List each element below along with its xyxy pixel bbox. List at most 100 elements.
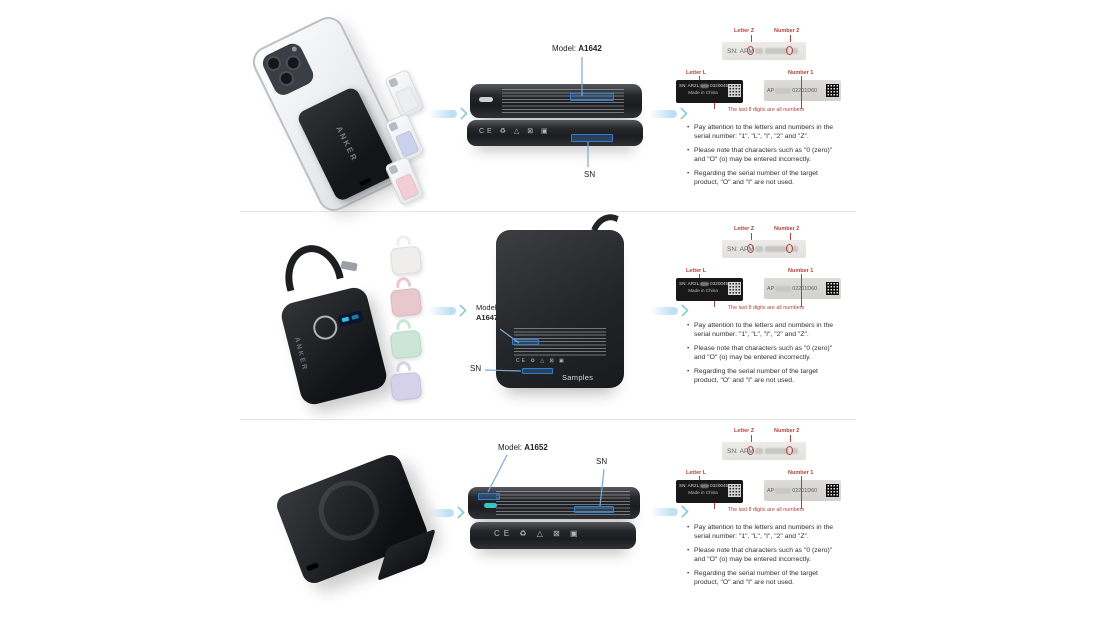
light-label-sn-end: D60 — [807, 87, 818, 94]
right-arrow-icon — [650, 303, 690, 319]
model-number-highlight — [570, 93, 614, 101]
last-digits-pointer-line — [714, 103, 715, 109]
dark-label-sn-suffix: 03200454 — [710, 281, 731, 286]
powerbank-a1647-image: ANKER — [279, 285, 390, 408]
instruction-bullet: Please note that characters such as "0 (… — [686, 546, 844, 564]
usb-port-icon — [306, 562, 320, 572]
letter-z-annotation: Letter Z — [734, 226, 755, 232]
sn-guide-row-2: Letter Z Number 2 SN: APM Letter L Numbe… — [676, 226, 856, 416]
variant-swatch — [394, 129, 420, 158]
letter-z-annotation: Letter Z — [734, 428, 755, 434]
phone-camera-icon — [387, 77, 399, 88]
phone-camera-icon — [387, 164, 399, 175]
blurred-serial-segment — [754, 246, 763, 252]
qr-code-icon — [826, 484, 839, 497]
model-callout: Model: A1647 — [476, 303, 499, 323]
sn-strip-visible: APM — [739, 245, 754, 253]
light-label-sn-prefix: AP — [767, 487, 775, 494]
magsafe-ring-icon — [310, 471, 388, 550]
letter-z-annotation: Letter Z — [734, 28, 755, 34]
sn-strip-label: SN: APM — [722, 240, 806, 258]
fine-print-text — [496, 491, 630, 515]
number-2-annotation: Number 2 — [774, 28, 800, 34]
kickstand-icon — [377, 528, 436, 582]
light-label-sn-digit: 1 — [804, 87, 808, 94]
letter-l-pointer-line — [699, 76, 700, 80]
number-1-annotation: Number 1 — [788, 470, 814, 476]
usb-plug-icon — [340, 260, 358, 272]
sn-instructions: Pay attention to the letters and numbers… — [686, 523, 844, 593]
blurred-serial-segment — [764, 48, 789, 54]
variant-thumbnail — [383, 282, 429, 322]
made-in-china-text: Made in China — [688, 90, 718, 95]
model-callout: Model: A1652 — [498, 443, 548, 452]
blurred-serial-segment — [754, 48, 763, 54]
variant-thumbnail — [383, 324, 429, 364]
letter-z-circle-marker — [747, 46, 754, 55]
powerbank-top-view — [470, 84, 642, 118]
sn-guide-row-1: Letter Z Number 2 SN: APM Letter L Numbe… — [676, 28, 856, 218]
power-button-icon — [484, 503, 497, 508]
instruction-bullet: Regarding the serial number of the targe… — [686, 367, 844, 385]
sn-strip-visible: APM — [739, 47, 754, 55]
brand-logo: ANKER — [292, 336, 309, 373]
status-display — [337, 310, 364, 327]
instruction-bullet: Pay attention to the letters and numbers… — [686, 523, 844, 541]
serial-number-highlight — [522, 368, 553, 374]
usb-port-icon — [479, 97, 493, 102]
number-1-pointer-line — [801, 274, 802, 307]
serial-number-highlight — [571, 134, 613, 142]
qr-code-icon — [728, 484, 741, 497]
sn-strip-label: SN: APM — [722, 442, 806, 460]
last-digits-pointer-line — [714, 301, 715, 307]
number-1-pointer-line — [801, 476, 802, 509]
letter-l-annotation: Letter L — [686, 268, 707, 274]
powerbank-front-edge-view — [468, 487, 640, 519]
built-in-cable-icon — [278, 239, 352, 325]
blurred-serial-segment — [775, 285, 792, 292]
sn-instructions: Pay attention to the letters and numbers… — [686, 321, 844, 391]
made-in-china-text: Made in China — [688, 288, 718, 293]
number-2-circle-marker — [786, 244, 793, 253]
variant-swatch — [394, 85, 420, 114]
model-number: A1642 — [578, 44, 602, 53]
letter-l-annotation: Letter L — [686, 70, 707, 76]
right-arrow-icon — [650, 504, 690, 520]
light-label-sn-end: D60 — [807, 285, 818, 292]
light-label-sn-digit: 1 — [804, 285, 808, 292]
sn-callout: SN — [584, 170, 596, 179]
battery-dial-icon — [310, 313, 340, 343]
letter-l-pointer-line — [699, 274, 700, 278]
number-2-annotation: Number 2 — [774, 428, 800, 434]
sn-strip-prefix: SN: — [727, 47, 738, 55]
cable-loop-icon — [395, 234, 412, 253]
number-2-pointer-line — [790, 35, 791, 45]
last-8-digits-note: The last 8 digits are all numbers — [727, 305, 805, 311]
qr-code-icon — [728, 282, 741, 295]
sn-instructions: Pay attention to the letters and numbers… — [686, 123, 844, 193]
qr-code-icon — [826, 282, 839, 295]
powerbank-bottom-edge-view: CE ♻ △ ⊠ ▣ — [470, 522, 636, 549]
light-label-sn-mid: 0220 — [792, 285, 805, 292]
sn-strip-label: SN: APM — [722, 42, 806, 60]
blurred-serial-segment — [775, 87, 792, 94]
instruction-bullet: Please note that characters such as "0 (… — [686, 146, 844, 164]
phone-camera-icon — [387, 121, 399, 132]
sn-guide: Letter Z Number 2 SN: APM Letter L Numbe… — [676, 428, 856, 618]
qr-code-icon — [728, 84, 741, 97]
letter-l-pointer-line — [699, 476, 700, 480]
last-8-digits-note: The last 8 digits are all numbers — [727, 107, 805, 113]
sn-callout: SN — [470, 364, 482, 373]
made-in-china-text: Made in China — [688, 490, 718, 495]
instruction-bullet: Please note that characters such as "0 (… — [686, 344, 844, 362]
sn-guide-row-3: Letter Z Number 2 SN: APM Letter L Numbe… — [676, 428, 856, 618]
right-arrow-icon — [428, 303, 468, 319]
last-8-digits-note: The last 8 digits are all numbers — [727, 507, 805, 513]
blurred-serial-segment — [790, 448, 798, 454]
blurred-serial-segment — [775, 487, 792, 494]
